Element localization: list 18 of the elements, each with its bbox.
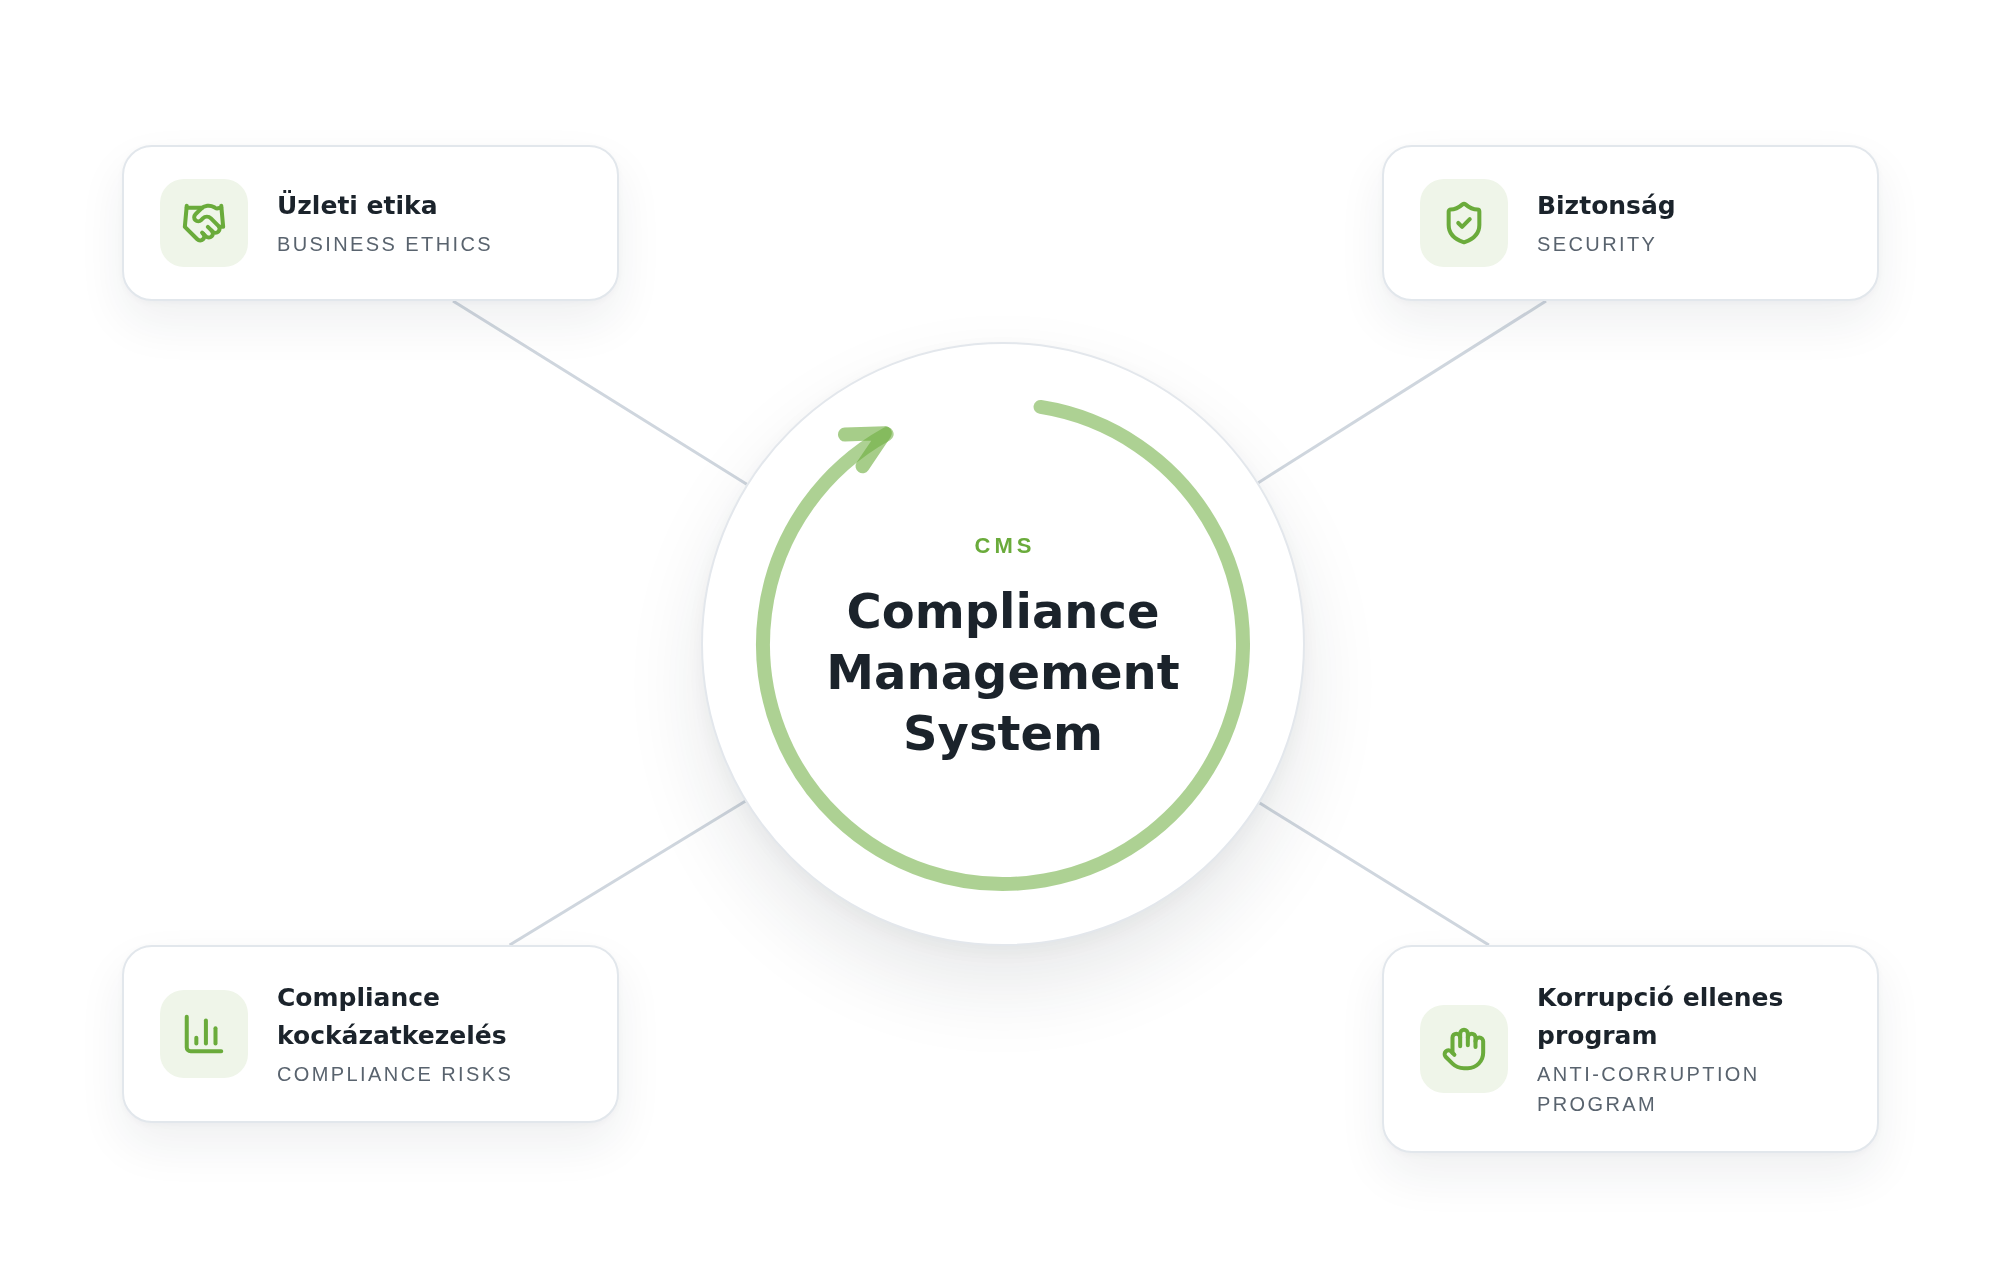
card-subtitle: ANTI-CORRUPTION PROGRAM — [1537, 1062, 1761, 1117]
topic-card — [122, 945, 619, 1123]
connector-line — [508, 800, 746, 947]
card-title: Üzleti etika — [277, 189, 438, 222]
topic-card — [122, 145, 619, 301]
connector-line — [1258, 801, 1490, 947]
topic-card — [1382, 145, 1879, 301]
card-subtitle: SECURITY — [1537, 232, 1658, 257]
connector-line — [452, 299, 748, 486]
connector-line — [1257, 299, 1547, 484]
topic-card — [1382, 945, 1879, 1153]
card-subtitle: COMPLIANCE RISKS — [277, 1062, 514, 1087]
hub-acronym: CMS — [973, 532, 1036, 559]
card-subtitle: BUSINESS ETHICS — [277, 232, 494, 257]
hub-title: Compliance Management System — [826, 581, 1180, 763]
card-title: Korrupció ellenes program — [1537, 982, 1785, 1052]
card-title: Compliance kockázatkezelés — [277, 982, 508, 1052]
card-title: Biztonság — [1537, 190, 1676, 222]
